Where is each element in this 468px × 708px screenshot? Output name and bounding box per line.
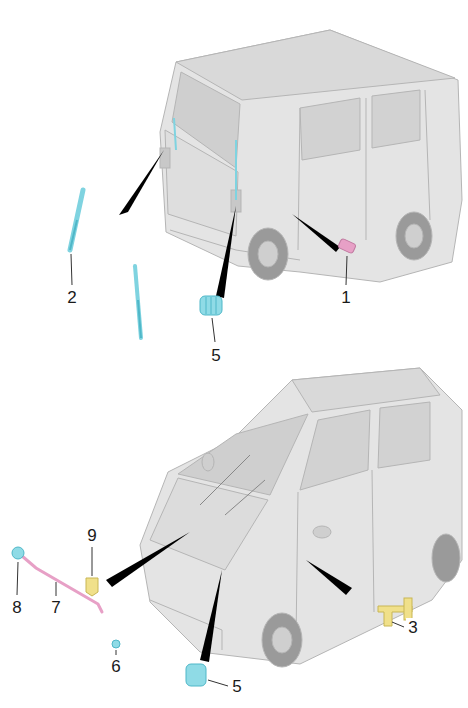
wiper <box>200 455 265 515</box>
prop-rod-cap <box>12 547 24 559</box>
wheel-hub <box>405 224 423 248</box>
callout-leader <box>346 256 347 285</box>
parts <box>12 190 412 686</box>
callout-number: 8 <box>10 598 23 617</box>
car-roof <box>176 30 455 100</box>
mirror <box>202 453 214 471</box>
callout-number: 6 <box>109 657 122 676</box>
rear-car <box>160 30 462 282</box>
side-window <box>372 90 420 148</box>
side-window <box>378 402 430 468</box>
buffer-ribs <box>206 297 216 314</box>
hood <box>150 478 268 570</box>
wheel <box>248 228 288 280</box>
tail-lamp <box>160 148 170 168</box>
car-body <box>140 368 462 664</box>
bumper-pad <box>338 238 357 254</box>
leader-wedge <box>216 206 236 298</box>
car-body <box>160 30 462 282</box>
leader-wedge <box>200 570 222 662</box>
leader-wedge <box>306 560 352 595</box>
callout-number: 2 <box>65 288 78 307</box>
buffer-stop <box>186 664 206 686</box>
callout-leaders <box>17 254 404 686</box>
side-window <box>300 410 370 490</box>
callout-number: 3 <box>406 618 419 637</box>
leader-wedges <box>106 150 352 662</box>
callout-leader <box>116 650 117 655</box>
callout-leader <box>56 582 57 596</box>
callout-leader <box>92 547 93 576</box>
wheel-hub <box>258 241 278 267</box>
strut-rod <box>70 220 141 338</box>
callout-number: 5 <box>209 346 222 365</box>
leader-wedge <box>106 532 190 587</box>
buffer-stop <box>200 296 222 315</box>
front-car <box>140 368 462 667</box>
callout-number: 5 <box>230 677 243 696</box>
leader-wedge <box>119 150 164 215</box>
leader-wedge <box>292 214 340 252</box>
bump-stop <box>112 640 120 648</box>
door-line <box>296 470 374 640</box>
callout-number: 9 <box>85 526 98 545</box>
callout-leader <box>17 562 18 595</box>
mirror <box>313 526 331 538</box>
callout-number: 1 <box>339 288 352 307</box>
callout-leader <box>392 622 404 627</box>
side-window <box>300 98 360 160</box>
wheel <box>262 613 302 667</box>
door-line <box>298 90 430 250</box>
wheel <box>432 534 460 582</box>
wheel-hub <box>272 627 292 653</box>
callout-leader <box>71 254 72 285</box>
strut-mark <box>174 118 236 200</box>
prop-rod-clip <box>86 578 98 596</box>
wheel <box>396 212 432 260</box>
callout-leader <box>208 680 228 686</box>
callout-number: 7 <box>49 598 62 617</box>
callout-leader <box>212 318 215 342</box>
